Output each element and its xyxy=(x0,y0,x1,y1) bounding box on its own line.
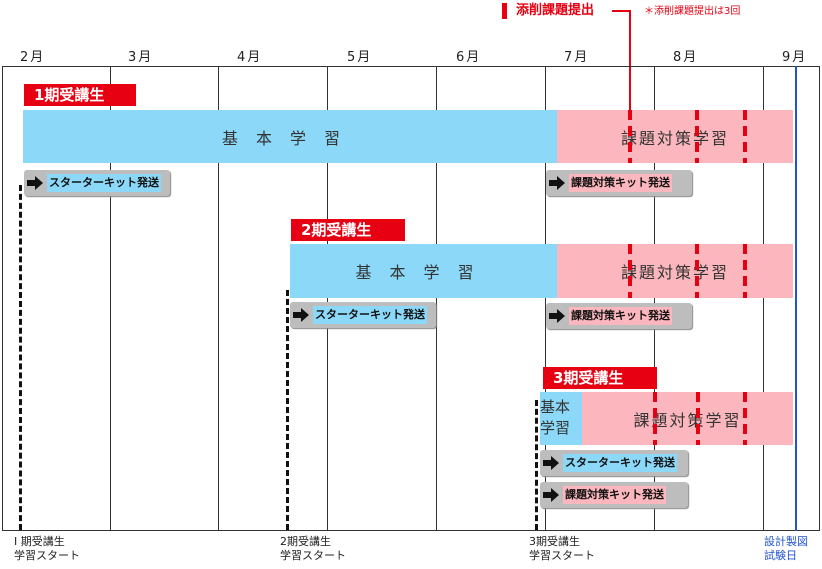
cohort-3-start-note: 3期受講生 学習スタート xyxy=(529,535,595,562)
submission-tick xyxy=(743,244,747,298)
submission-tick xyxy=(695,244,699,298)
month-label-aug: 8月 xyxy=(673,50,699,65)
arrow-right-icon xyxy=(542,486,560,504)
legend-title: 添削課題提出 xyxy=(516,3,595,18)
cohort-2-basic-study-label: 基本学習 xyxy=(355,263,492,282)
month-divider xyxy=(545,66,546,531)
cohort-2-starter-kit: スターターキット発送 xyxy=(290,302,436,328)
month-divider xyxy=(763,66,764,531)
submission-tick xyxy=(743,392,747,445)
cohort-1-basic-study-label: 基本学習 xyxy=(221,128,358,148)
schedule-frame xyxy=(2,66,820,531)
cohort-1-task-kit-label: 課題対策キット発送 xyxy=(569,174,672,192)
month-label-feb: 2月 xyxy=(20,50,46,65)
legend-leader-h xyxy=(612,10,630,12)
cohort-1-starter-kit: スターターキット発送 xyxy=(24,170,170,196)
cohort-1-task-kit: 課題対策キット発送 xyxy=(546,170,692,196)
submission-tick xyxy=(695,110,699,163)
arrow-right-icon xyxy=(548,174,566,192)
month-label-jun: 6月 xyxy=(456,50,482,65)
month-divider xyxy=(654,66,655,531)
month-divider xyxy=(110,66,111,531)
cohort-2-label: 2期受講生 xyxy=(291,219,405,241)
cohort-2-start-note: 2期受講生 学習スタート xyxy=(280,535,346,562)
cohort-2-task-kit: 課題対策キット発送 xyxy=(546,303,692,329)
month-divider xyxy=(218,66,219,531)
cohort-2-starter-kit-label: スターターキット発送 xyxy=(313,306,427,324)
cohort-3-basic-study-label-2: 学習 xyxy=(540,419,571,437)
cohort-3-start-marker xyxy=(535,400,538,530)
legend-leader-v xyxy=(629,10,631,110)
cohort-1-task-study-bar: 課題対策学習 xyxy=(557,110,793,163)
month-label-mar: 3月 xyxy=(128,50,154,65)
submission-tick xyxy=(696,392,700,445)
legend-note: ＊添削課題提出は3回 xyxy=(644,6,741,17)
cohort-1-start-marker xyxy=(19,185,22,530)
cohort-3-label: 3期受講生 xyxy=(543,367,657,389)
submission-tick xyxy=(743,110,747,163)
cohort-3-starter-kit: スターターキット発送 xyxy=(540,450,688,476)
cohort-1-task-study-label: 課題対策学習 xyxy=(620,128,729,148)
cohort-1-start-note: I 期受講生 学習スタート xyxy=(14,535,80,562)
month-divider xyxy=(327,66,328,531)
cohort-2-basic-study-bar: 基本学習 xyxy=(290,244,557,298)
submission-tick xyxy=(653,392,657,445)
cohort-1-basic-study-bar: 基本学習 xyxy=(23,110,557,163)
cohort-1-label: 1期受講生 xyxy=(24,84,136,106)
arrow-right-icon xyxy=(292,306,310,324)
cohort-3-basic-study-bar: 基本 学習 xyxy=(540,392,582,445)
arrow-right-icon xyxy=(26,174,44,192)
exam-date-note: 設計製図 試験日 xyxy=(764,535,808,562)
month-label-jul: 7月 xyxy=(564,50,590,65)
cohort-3-task-study-label: 課題対策学習 xyxy=(633,410,742,430)
cohort-3-task-kit: 課題対策キット発送 xyxy=(540,482,688,508)
arrow-right-icon xyxy=(548,307,566,325)
cohort-3-starter-kit-label: スターターキット発送 xyxy=(563,454,677,472)
exam-date-line xyxy=(795,66,797,531)
cohort-1-starter-kit-label: スターターキット発送 xyxy=(47,174,161,192)
month-label-apr: 4月 xyxy=(237,50,263,65)
month-label-may: 5月 xyxy=(347,50,373,65)
submission-tick xyxy=(628,110,632,163)
month-divider xyxy=(436,66,437,531)
arrow-right-icon xyxy=(542,454,560,472)
legend-marker xyxy=(502,3,507,19)
cohort-2-task-kit-label: 課題対策キット発送 xyxy=(569,307,672,325)
cohort-3-basic-study-label-1: 基本 xyxy=(540,398,571,416)
cohort-3-task-kit-label: 課題対策キット発送 xyxy=(563,486,666,504)
cohort-3-task-study-bar: 課題対策学習 xyxy=(582,392,793,445)
cohort-2-task-study-bar: 課題対策学習 xyxy=(557,244,793,298)
submission-tick xyxy=(628,244,632,298)
month-label-sep: 9月 xyxy=(782,50,808,65)
cohort-2-task-study-label: 課題対策学習 xyxy=(620,263,729,282)
cohort-2-start-marker xyxy=(286,290,289,530)
